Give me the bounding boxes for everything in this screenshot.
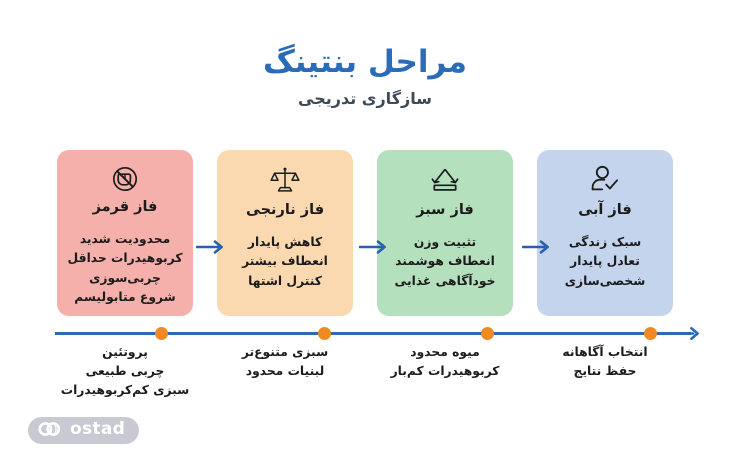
- phase-card-orange[interactable]: فاز نارنجی کاهش پایدار انعطاف بیشتر کنتر…: [217, 150, 353, 316]
- phase-line: چربی‌سوزی: [89, 270, 161, 285]
- timeline-label-line: لبنیات محدود: [245, 363, 325, 378]
- phase-cards-row: فاز قرمز محدودیت شدید کربوهیدرات حداقل چ…: [57, 150, 673, 316]
- flow-arrow-right-icon: [522, 238, 552, 256]
- phase-line: شروع متابولیسم: [74, 289, 176, 304]
- timeline-label-orange: سبزی متنوع‌تر لبنیات محدود: [217, 344, 353, 404]
- phase-line: کاهش پایدار: [247, 235, 323, 250]
- timeline-label-line: چربی طبیعی: [85, 363, 165, 378]
- phase-line: سبک زندگی: [568, 235, 642, 250]
- phase-title: فاز آبی: [578, 202, 632, 218]
- phase-line: تعادل پایدار: [570, 254, 640, 269]
- phase-title: فاز قرمز: [92, 199, 158, 216]
- phase-title: فاز سبز: [416, 202, 474, 218]
- timeline-line: [55, 332, 691, 335]
- phase-line: کربوهیدرات حداقل: [67, 251, 183, 266]
- page-subtitle: سازگاری تدریجی: [298, 88, 432, 108]
- timeline-label-blue: انتخاب آگاهانه حفظ نتایج: [537, 344, 673, 404]
- timeline-label-line: پروتئین: [102, 345, 148, 359]
- timeline-label-line: سبزی متنوع‌تر: [241, 345, 329, 359]
- timeline-label-line: انتخاب آگاهانه: [562, 345, 648, 359]
- phase-line: انعطاف هوشمند: [395, 254, 495, 269]
- phase-lines: محدودیت شدید کربوهیدرات حداقل چربی‌سوزی …: [68, 230, 183, 306]
- flow-arrow-right-icon: [196, 238, 226, 256]
- timeline-axis: [55, 326, 715, 342]
- stability-arrows-icon: [428, 162, 462, 198]
- phase-line: محدودیت شدید: [79, 232, 171, 247]
- phase-line: تثبیت وزن: [413, 235, 477, 250]
- no-bread-icon: [109, 162, 141, 195]
- header: مراحل بنتینگ سازگاری تدریجی: [0, 0, 730, 108]
- balance-scale-icon: [269, 162, 301, 198]
- phase-title: فاز نارنجی: [245, 202, 325, 218]
- timeline-label-line: کربوهیدرات کم‌بار: [390, 363, 500, 378]
- phase-card-red[interactable]: فاز قرمز محدودیت شدید کربوهیدرات حداقل چ…: [57, 150, 193, 316]
- timeline-label-green: میوه محدود کربوهیدرات کم‌بار: [377, 344, 513, 404]
- timeline-labels-row: پروتئین چربی طبیعی سبزی کم‌کربوهیدرات سب…: [57, 344, 673, 404]
- timeline-arrow-right-icon: [682, 326, 701, 341]
- timeline-label-red: پروتئین چربی طبیعی سبزی کم‌کربوهیدرات: [57, 344, 193, 404]
- phase-line: شخصی‌سازی: [564, 273, 646, 288]
- timeline-dot-red[interactable]: [155, 327, 168, 340]
- timeline-label-line: سبزی کم‌کربوهیدرات: [60, 382, 190, 397]
- phase-line: کنترل اشتها: [248, 273, 322, 288]
- phase-lines: سبک زندگی تعادل پایدار شخصی‌سازی: [565, 233, 646, 290]
- ostad-logo-text: ostad: [70, 419, 126, 439]
- timeline-label-line: میوه محدود: [410, 345, 480, 359]
- ostad-logo[interactable]: ostad: [28, 417, 140, 444]
- timeline-dot-blue[interactable]: [644, 327, 657, 340]
- timeline-dot-green[interactable]: [481, 327, 494, 340]
- page-title: مراحل بنتینگ: [263, 44, 467, 80]
- phase-line: انعطاف بیشتر: [242, 254, 328, 269]
- phase-card-blue[interactable]: فاز آبی سبک زندگی تعادل پایدار شخصی‌سازی: [537, 150, 673, 316]
- ostad-circles-icon: [38, 421, 64, 441]
- user-check-icon: [588, 162, 622, 198]
- timeline-dot-orange[interactable]: [318, 327, 331, 340]
- timeline-label-line: حفظ نتایج: [573, 363, 637, 378]
- phase-lines: کاهش پایدار انعطاف بیشتر کنترل اشتها: [242, 233, 328, 290]
- phase-line: خودآگاهی غذایی: [394, 273, 496, 288]
- phase-lines: تثبیت وزن انعطاف هوشمند خودآگاهی غذایی: [395, 233, 496, 290]
- flow-arrow-right-icon: [359, 238, 389, 256]
- phase-card-green[interactable]: فاز سبز تثبیت وزن انعطاف هوشمند خودآگاهی…: [377, 150, 513, 316]
